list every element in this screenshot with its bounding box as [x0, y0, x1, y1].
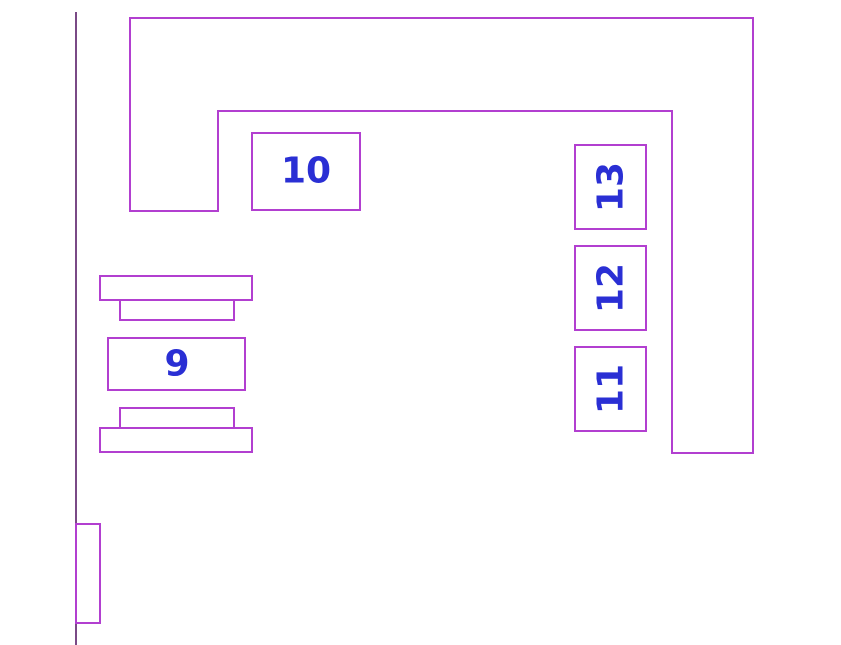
table-13[interactable]: 13 [574, 144, 647, 230]
bar-counter [129, 17, 754, 454]
table-9-group[interactable]: 9 [99, 275, 253, 453]
bench-bottom-base [119, 407, 235, 429]
table-10[interactable]: 10 [251, 132, 361, 211]
bench-bottom-seat [99, 427, 253, 453]
table-11-top [574, 346, 647, 432]
table-9-top [107, 337, 246, 391]
table-10-label: 10 [281, 151, 331, 192]
table-9-label: 9 [164, 344, 189, 385]
table-13-top [574, 144, 647, 230]
bench-top-base [119, 299, 235, 321]
table-12-top [574, 245, 647, 331]
wall-door-frame [75, 523, 101, 624]
table-11-label: 11 [591, 364, 632, 414]
table-12-label: 12 [591, 263, 632, 313]
bench-top-seat [99, 275, 253, 301]
table-11[interactable]: 11 [574, 346, 647, 432]
table-12[interactable]: 12 [574, 245, 647, 331]
table-13-label: 13 [591, 162, 632, 212]
table-10-top [251, 132, 361, 211]
